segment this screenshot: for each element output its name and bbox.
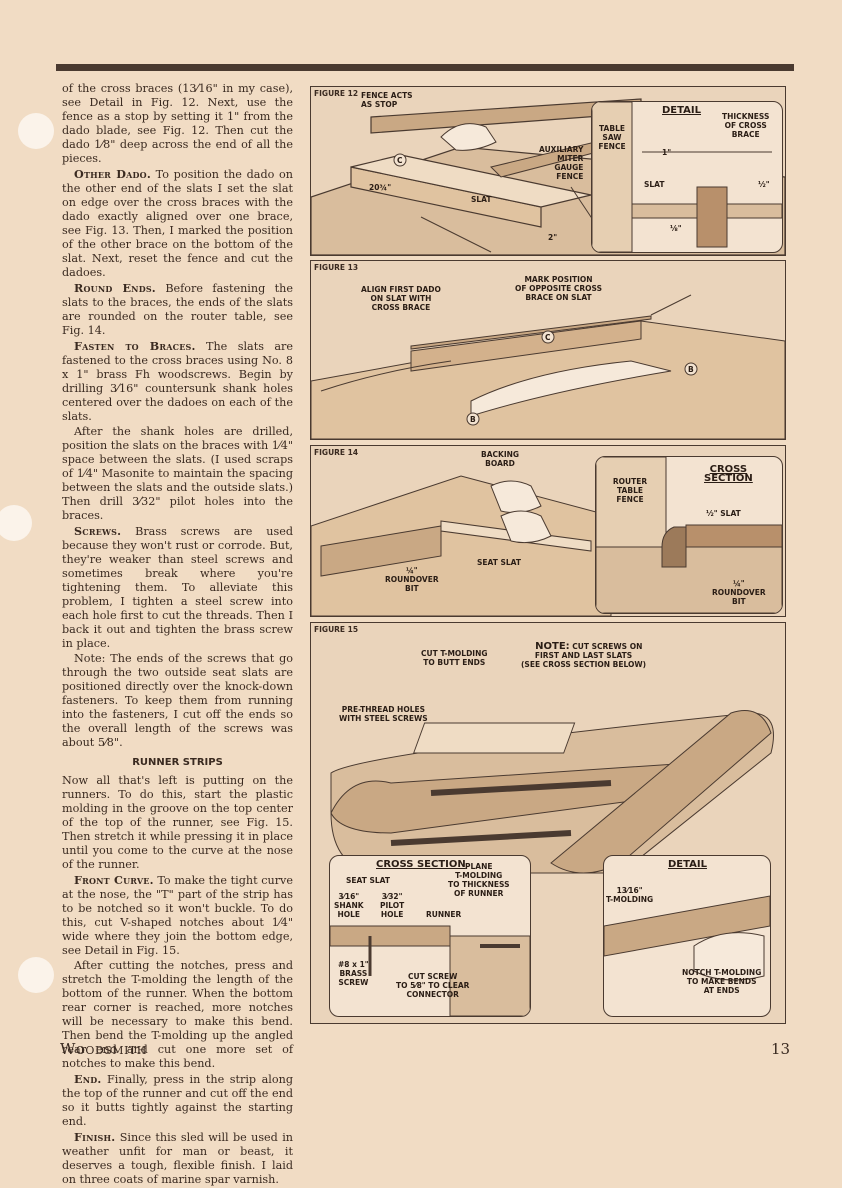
- run-in-heading: Finish.: [74, 1130, 116, 1144]
- figure-14-drawing: [311, 475, 612, 616]
- callout-seat-slat: SEAT SLAT: [477, 558, 521, 567]
- run-in-heading: End.: [74, 1072, 102, 1086]
- figure-12: FIGURE 12 FENCE ACTS AS STOP AUXILIARY M…: [310, 86, 786, 256]
- paragraph: Front Curve. To make the tight curve at …: [62, 873, 293, 957]
- callout-note: NOTE: CUT SCREWS ON FIRST AND LAST SLATS…: [521, 641, 647, 670]
- figure-14-cross-section: ROUTER TABLE FENCE CROSS SECTION ½" SLAT…: [595, 456, 783, 614]
- detail-title: DETAIL: [662, 105, 702, 116]
- callout-brass-screw: #8 x 1" BRASS SCREW: [338, 960, 369, 987]
- callout-pilot-hole: 3⁄32" PILOT HOLE: [380, 892, 405, 919]
- dimension-length: 20¾": [369, 183, 392, 192]
- part-marker-b: B: [688, 365, 694, 374]
- callout-cut-screw: CUT SCREW TO 5⁄8" TO CLEAR CONNECTOR: [396, 972, 470, 999]
- figure-label: FIGURE 13: [314, 263, 359, 272]
- paragraph: Fasten to Braces. The slats are fastened…: [62, 339, 293, 423]
- part-marker-c: C: [397, 156, 403, 165]
- figure-14: FIGURE 14 BACKING BOARD SEAT SLAT ¼" ROU…: [310, 445, 786, 617]
- paragraph: Screws. Brass screws are used because th…: [62, 524, 293, 650]
- article-text-column: of the cross braces (13⁄16" in my case),…: [62, 82, 293, 1188]
- callout-roundover-bit: ¼" ROUNDOVER BIT: [385, 566, 439, 593]
- figure-12-detail: DETAIL TABLE SAW FENCE THICKNESS OF CROS…: [591, 101, 783, 253]
- callout-fence-stop: FENCE ACTS AS STOP: [361, 91, 413, 109]
- dimension-half: ½": [758, 180, 770, 189]
- callout-half-slat: ½" SLAT: [706, 509, 741, 518]
- figure-15-detail: DETAIL 13⁄16" T-MOLDING NOTCH T-MOLDING …: [603, 855, 771, 1017]
- callout-roundover-bit-detail: ¼" ROUNDOVER BIT: [712, 579, 766, 606]
- callout-shank-hole: 3⁄16" SHANK HOLE: [334, 892, 364, 919]
- run-in-heading: Screws.: [74, 524, 122, 538]
- callout-prethread: PRE-THREAD HOLES WITH STEEL SCREWS: [339, 705, 428, 723]
- callout-slat: SLAT: [471, 195, 492, 204]
- callout-runner: RUNNER: [426, 910, 462, 919]
- paragraph: Other Dado. To position the dado on the …: [62, 167, 293, 279]
- figure-15: FIGURE 15 CUT T-MOLDING TO BUTT ENDS NOT…: [310, 622, 786, 1024]
- callout-router-fence: ROUTER TABLE FENCE: [612, 477, 648, 504]
- callout-align-dado: ALIGN FIRST DADO ON SLAT WITH CROSS BRAC…: [361, 285, 441, 312]
- paragraph: of the cross braces (13⁄16" in my case),…: [62, 82, 293, 165]
- paragraph: End. Finally, press in the strip along t…: [62, 1072, 293, 1128]
- callout-table-saw-fence: TABLE SAW FENCE: [598, 124, 626, 151]
- figure-13: FIGURE 13 ALIGN FIRST DADO ON SLAT WITH …: [310, 260, 786, 440]
- binder-hole-middle: [0, 505, 32, 541]
- page-number: 13: [771, 1040, 791, 1058]
- binder-hole-bottom: [18, 957, 54, 993]
- figure-label: FIGURE 12: [314, 89, 359, 98]
- section-heading: RUNNER STRIPS: [132, 757, 223, 768]
- callout-t-molding: 13⁄16" T-MOLDING: [606, 886, 654, 904]
- figure-15-cross-section: CROSS SECTION PLANE T-MOLDING TO THICKNE…: [329, 855, 531, 1017]
- callout-notch: NOTCH T-MOLDING TO MAKE BENDS AT ENDS: [682, 968, 762, 995]
- note-heading: NOTE:: [535, 641, 570, 652]
- figure-label: FIGURE 14: [314, 448, 359, 457]
- paragraph: Now all that's left is putting on the ru…: [62, 774, 293, 871]
- callout-mark-position: MARK POSITION OF OPPOSITE CROSS BRACE ON…: [515, 275, 603, 302]
- run-in-heading: Other Dado.: [74, 167, 151, 181]
- cross-section-title: CROSS SECTION: [704, 464, 753, 484]
- dimension-1in: 1": [662, 148, 672, 157]
- figure-15-drawing: [330, 710, 774, 874]
- part-marker-b: B: [470, 415, 476, 424]
- callout-aux-fence: AUXILIARY MITER GAUGE FENCE: [539, 145, 584, 181]
- paragraph: Note: The ends of the screws that go thr…: [62, 652, 293, 749]
- callout-cut-t-molding: CUT T-MOLDING TO BUTT ENDS: [421, 649, 488, 667]
- binder-hole-top: [18, 113, 54, 149]
- callout-seat-slat: SEAT SLAT: [346, 876, 390, 885]
- magazine-name: Woodsmith: [60, 1040, 147, 1058]
- top-rule: [56, 64, 794, 71]
- figure-13-drawing: [311, 294, 785, 439]
- paragraph: Round Ends. Before fastening the slats t…: [62, 281, 293, 337]
- run-in-heading: Fasten to Braces.: [74, 339, 196, 353]
- callout-slat-detail: SLAT: [644, 180, 665, 189]
- cross-section-title: CROSS SECTION: [376, 859, 466, 870]
- paragraph: Finish. Since this sled will be used in …: [62, 1130, 293, 1186]
- paragraph: After the shank holes are drilled, posit…: [62, 425, 293, 522]
- callout-backing-board: BACKING BOARD: [481, 450, 520, 468]
- paragraph: After cutting the notches, press and str…: [62, 959, 293, 1070]
- dimension-eighth: ⅛": [670, 224, 682, 233]
- part-marker-c: C: [545, 333, 551, 342]
- callout-plane: PLANE T-MOLDING TO THICKNESS OF RUNNER: [448, 862, 510, 898]
- dimension-2in: 2": [548, 233, 558, 242]
- callout-thickness: THICKNESS OF CROSS BRACE: [722, 112, 770, 139]
- figure-label: FIGURE 15: [314, 625, 359, 634]
- run-in-heading: Front Curve.: [74, 873, 154, 887]
- detail-title: DETAIL: [668, 859, 708, 870]
- run-in-heading: Round Ends.: [74, 281, 156, 295]
